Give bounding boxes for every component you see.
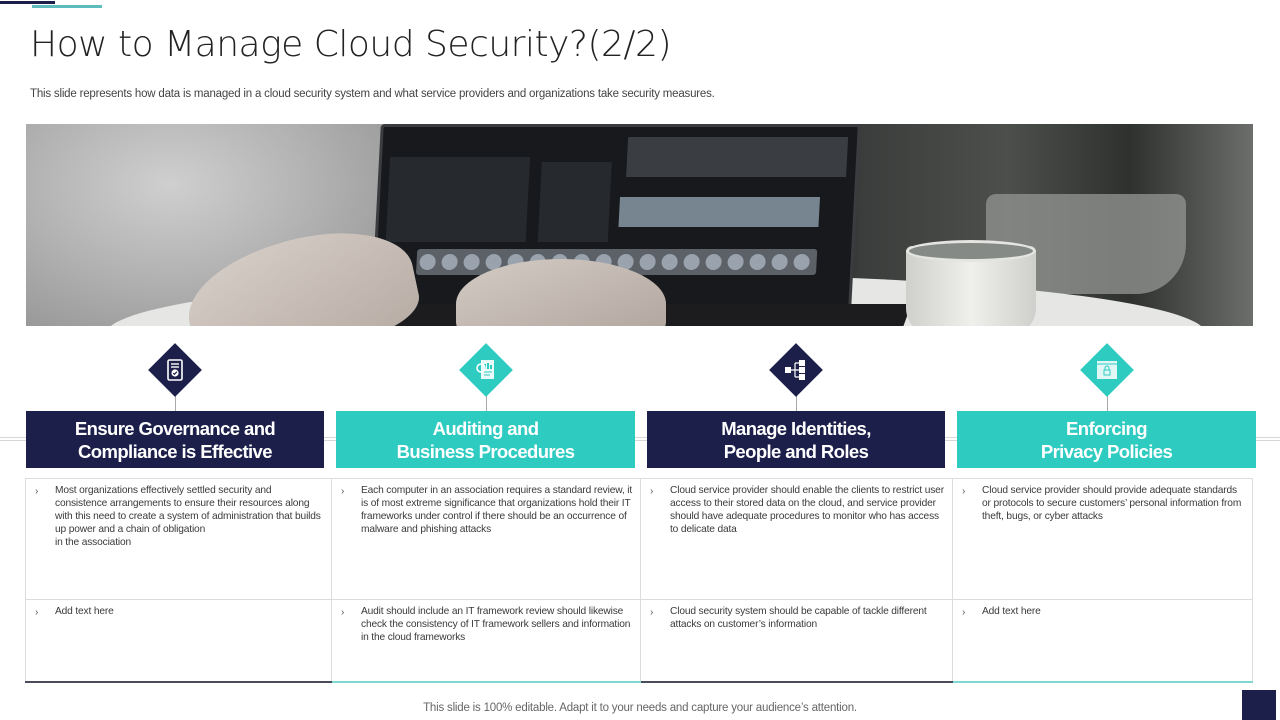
cell-text: Most organizations effectively settled s… [55,485,321,548]
cell-text: Cloud service provider should provide ad… [982,485,1242,522]
table-cell: › Most organizations effectively settled… [26,479,332,599]
header-divider-line-bottom [0,440,1280,441]
audit-report-icon [467,351,505,389]
column-bottom-bar-dark [25,681,332,683]
cell-text: Each computer in an association requires… [361,485,633,535]
top-accent-line-teal [32,5,102,8]
laptop-photo [26,124,1253,326]
table-cell: › Cloud service provider should provide … [953,479,1252,599]
table-cell: › Audit should include an IT framework r… [332,600,641,682]
bullet-chevron-icon: › [962,486,966,497]
shield-document-check-icon [156,351,194,389]
header-line-2: Privacy Policies [1040,440,1173,462]
header-divider-line-top [0,437,1280,438]
row-separator [26,599,1252,600]
photo-hand-right [456,259,666,326]
cell-text: Add text here [982,606,1041,617]
connector-line [1107,385,1108,411]
table-cell: › Cloud service provider should enable t… [641,479,953,599]
bullet-chevron-icon: › [650,486,654,497]
top-accent-line-dark [0,1,55,4]
cell-text: Cloud security system should be capable … [670,606,927,630]
bullet-chevron-icon: › [341,486,345,497]
corner-accent-box [1242,690,1276,720]
header-line-1: Enforcing [1066,417,1148,439]
bullet-chevron-icon: › [35,607,39,618]
header-line-2: People and Roles [723,440,869,462]
column-bottom-bar-teal [332,681,641,683]
cell-text: Cloud service provider should enable the… [670,485,944,535]
privacy-lock-icon [1088,351,1126,389]
column-bottom-bar-teal [953,681,1253,683]
slide-footer-note: This slide is 100% editable. Adapt it to… [423,702,857,714]
table-cell: › Add text here [26,600,332,682]
connector-line [175,385,176,411]
header-line-2: Business Procedures [396,440,575,462]
bullet-chevron-icon: › [962,607,966,618]
column-header-identities: Manage Identities,People and Roles [647,411,945,468]
identity-hierarchy-icon [777,351,815,389]
column-bottom-bar-dark [641,681,953,683]
cell-text: Audit should include an IT framework rev… [361,606,631,643]
header-line-1: Manage Identities, [721,417,871,439]
connector-line [486,385,487,411]
header-line-2: Compliance is Effective [78,440,272,462]
bullet-chevron-icon: › [35,486,39,497]
bullet-chevron-icon: › [341,607,345,618]
slide-subtitle: This slide represents how data is manage… [30,88,715,100]
slide-title: How to Manage Cloud Security?(2/2) [30,24,672,65]
content-table: › Most organizations effectively settled… [25,478,1253,683]
table-cell: › Each computer in an association requir… [332,479,641,599]
table-cell: › Add text here [953,600,1252,682]
cell-text: Add text here [55,606,114,617]
table-cell: › Cloud security system should be capabl… [641,600,953,682]
header-line-1: Ensure Governance and [74,417,276,439]
photo-cup-rim [906,240,1036,262]
bullet-chevron-icon: › [650,607,654,618]
connector-line [796,385,797,411]
header-line-1: Auditing and [432,417,539,439]
